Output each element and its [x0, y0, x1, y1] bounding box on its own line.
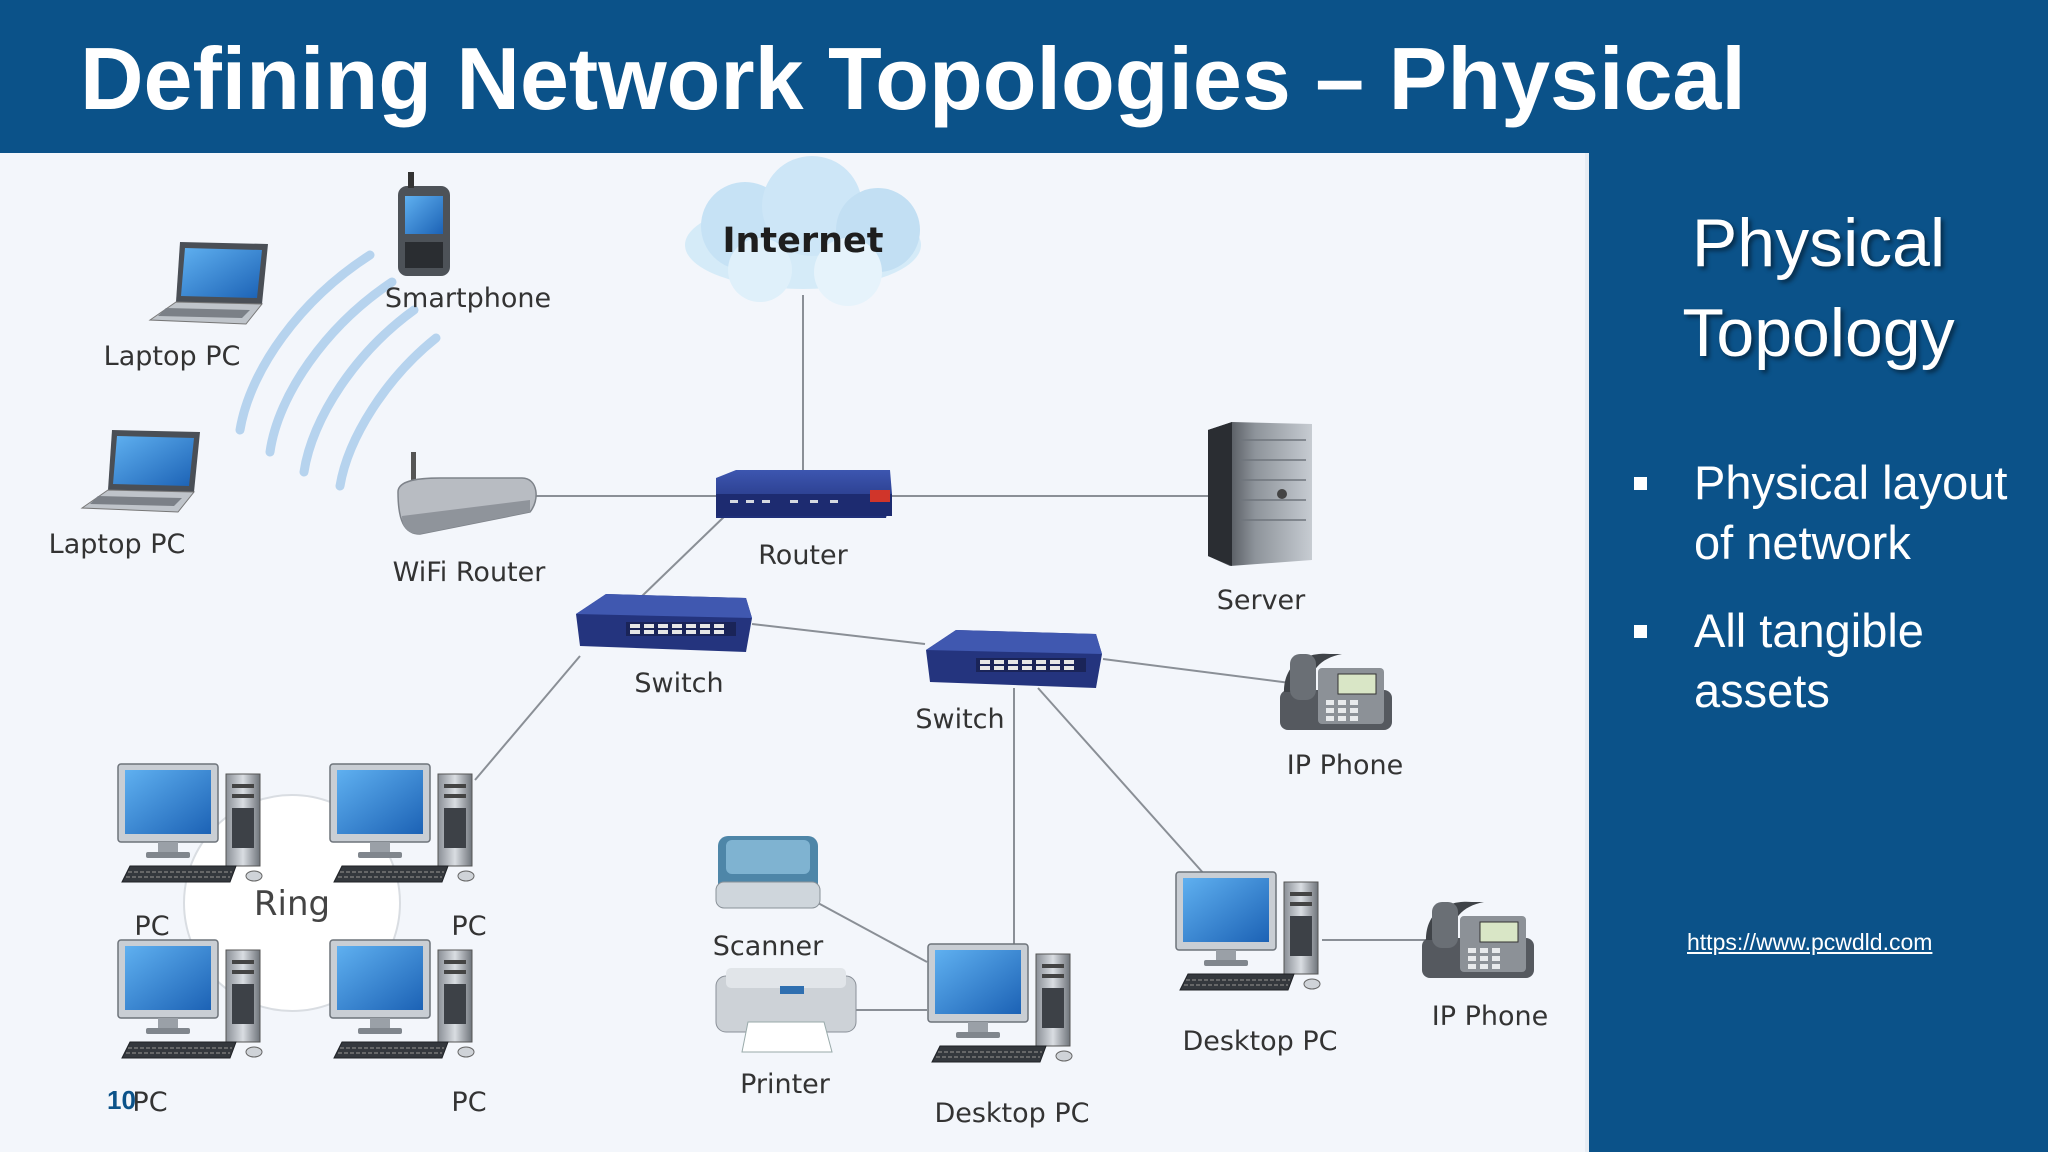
desktop-pc-icon-1 — [927, 943, 1073, 1063]
side-panel: Physical Topology Physical layout of net… — [1585, 153, 2048, 1152]
scanner-icon — [715, 836, 821, 909]
side-title-line-2: Topology — [1682, 295, 1955, 371]
smartphone-icon — [398, 172, 450, 276]
laptop-pc-icon-1 — [149, 241, 269, 325]
network-diagram: Internet Smartphone Laptop PC Laptop PC … — [0, 153, 1585, 1152]
title-bar: Defining Network Topologies – Physical — [0, 0, 2048, 153]
pc-icon-top-left — [117, 763, 263, 883]
label-wifi-router: WiFi Router — [393, 557, 547, 588]
label-ring: Ring — [254, 884, 330, 924]
label-router: Router — [758, 540, 848, 571]
label-printer: Printer — [740, 1069, 831, 1100]
printer-icon — [715, 968, 857, 1053]
label-ip-phone-1: IP Phone — [1287, 750, 1403, 781]
ip-phone-icon-1 — [1279, 653, 1393, 731]
label-ip-phone-2: IP Phone — [1432, 1001, 1548, 1032]
page-number: 10 — [107, 1085, 136, 1115]
desktop-pc-icon-2 — [1175, 871, 1321, 991]
label-desktop-pc-2: Desktop PC — [1182, 1026, 1337, 1057]
label-scanner: Scanner — [713, 931, 824, 962]
label-desktop-pc-1: Desktop PC — [934, 1098, 1089, 1129]
wifi-signal-waves — [235, 250, 441, 491]
ip-phone-icon-2 — [1421, 901, 1535, 979]
switch-icon-1 — [576, 594, 752, 652]
wifi-router-icon — [397, 452, 537, 535]
label-pc-top-left: PC — [134, 911, 169, 942]
laptop-pc-icon-2 — [81, 429, 201, 513]
bullet-item: All tangible assets — [1634, 601, 2034, 721]
router-icon — [716, 470, 892, 518]
label-switch-2: Switch — [915, 704, 1004, 735]
side-title-line-1: Physical — [1691, 205, 1946, 281]
server-icon — [1208, 422, 1312, 566]
label-laptop-pc-2: Laptop PC — [49, 529, 186, 560]
diagram-canvas: Internet Smartphone Laptop PC Laptop PC … — [49, 156, 1548, 1129]
pc-icon-bottom-left — [117, 939, 263, 1059]
label-internet: Internet — [722, 221, 883, 261]
label-laptop-pc-1: Laptop PC — [104, 341, 241, 372]
connection-lines — [474, 295, 1440, 1011]
label-pc-top-right: PC — [451, 911, 486, 942]
bullet-list: Physical layout of network All tangible … — [1634, 453, 2034, 749]
label-smartphone: Smartphone — [385, 283, 551, 314]
side-panel-title: Physical Topology — [1589, 198, 2048, 378]
label-pc-bottom-left: PC — [132, 1087, 167, 1118]
label-pc-bottom-right: PC — [451, 1087, 486, 1118]
slide-title: Defining Network Topologies – Physical — [80, 29, 1746, 128]
label-server: Server — [1217, 585, 1306, 616]
pc-icon-bottom-right — [329, 939, 475, 1059]
bullet-item: Physical layout of network — [1634, 453, 2034, 573]
label-switch-1: Switch — [634, 668, 723, 699]
source-link[interactable]: https://www.pcwdld.com — [1687, 929, 1933, 955]
internet-cloud-icon — [685, 156, 921, 306]
switch-icon-2 — [926, 630, 1102, 688]
